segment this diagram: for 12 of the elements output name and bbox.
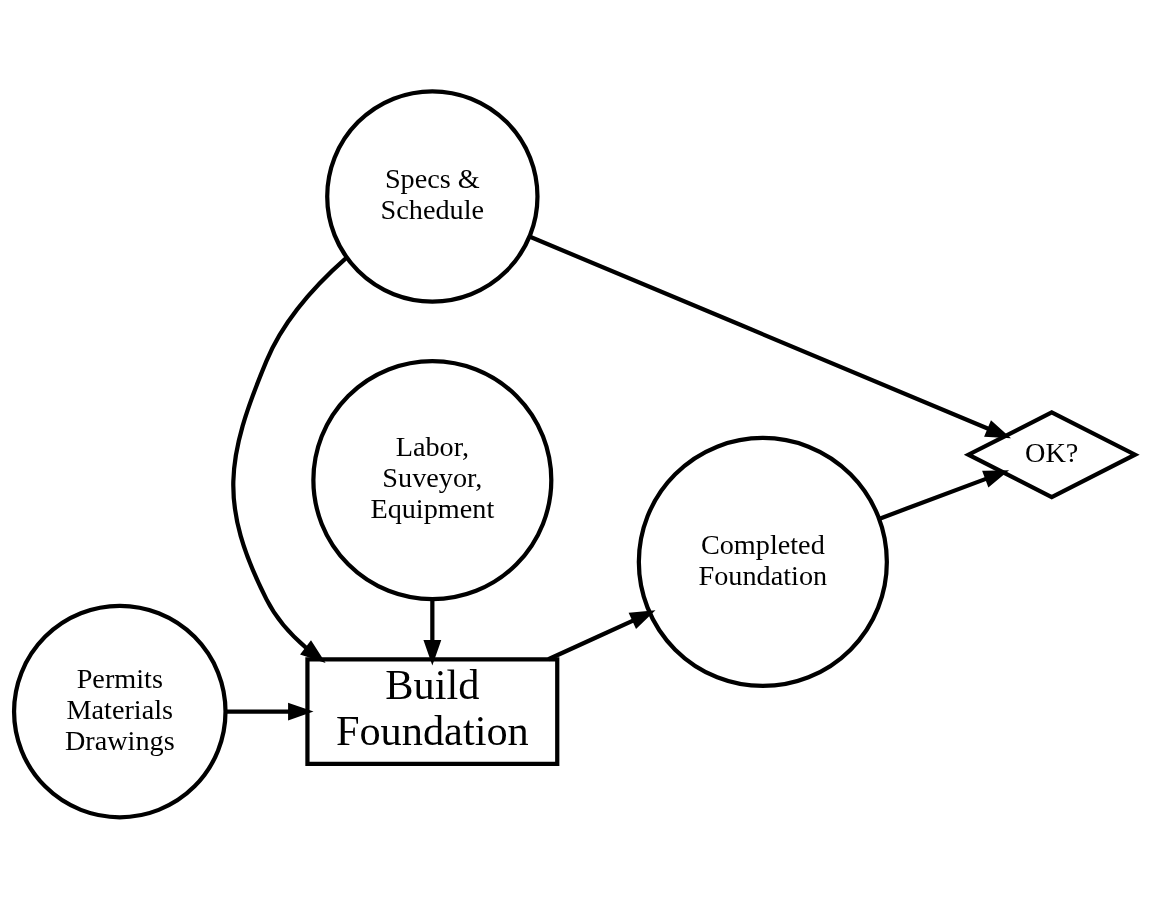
arrow bbox=[547, 609, 656, 661]
node-box: Build Foundation bbox=[305, 656, 560, 766]
node-diamond: OK? bbox=[963, 409, 1140, 499]
node-circle: Labor, Suveyor, Equipment bbox=[311, 358, 554, 601]
arrow bbox=[225, 702, 314, 720]
arrow bbox=[528, 234, 1011, 438]
node-circle: Specs & Schedule bbox=[325, 88, 540, 304]
arrow bbox=[878, 469, 1010, 521]
node-circle: Completed Foundation bbox=[636, 435, 889, 688]
arrow bbox=[231, 255, 348, 663]
arrow bbox=[423, 598, 442, 666]
node-circle: Permits Materials Drawings bbox=[11, 603, 228, 819]
